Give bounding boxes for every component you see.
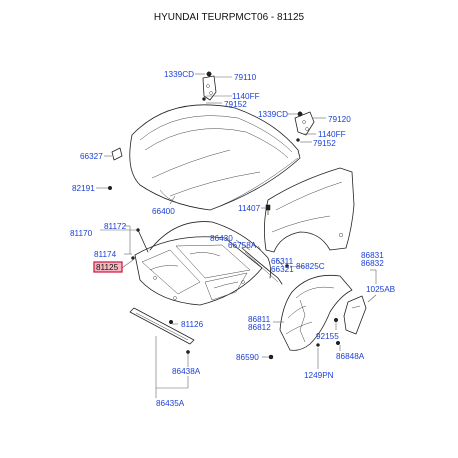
cowl-seal-strip[interactable] (129, 307, 195, 354)
hood-bumper-66327[interactable] (111, 147, 123, 161)
front-wheel-guard[interactable] (279, 274, 353, 351)
label-86848a[interactable]: 86848A (336, 352, 365, 361)
label-81125[interactable]: 81125 (96, 263, 119, 272)
label-1140ff-a[interactable]: 1140FF (232, 92, 260, 101)
label-86430[interactable]: 86430 (210, 234, 233, 243)
label-81170[interactable]: 81170 (70, 229, 93, 238)
clip-81126[interactable] (168, 319, 174, 325)
label-79152-a[interactable]: 79152 (224, 100, 247, 109)
hood-stay-rod[interactable] (131, 228, 149, 260)
label-66400[interactable]: 66400 (152, 207, 175, 216)
label-86812[interactable]: 86812 (248, 323, 271, 332)
label-79110[interactable]: 79110 (234, 73, 257, 82)
label-11407[interactable]: 11407 (238, 204, 261, 213)
front-fender[interactable] (264, 167, 355, 253)
label-66321[interactable]: 66321 (271, 265, 294, 274)
label-79152-b[interactable]: 79152 (313, 139, 336, 148)
label-79120[interactable]: 79120 (328, 115, 351, 124)
label-81174[interactable]: 81174 (94, 250, 117, 259)
clip-86590[interactable] (268, 354, 274, 360)
label-86438a[interactable]: 86438A (172, 367, 201, 376)
hood-weatherstrip-66400[interactable] (149, 221, 272, 279)
label-66758a[interactable]: 66758A (228, 241, 257, 250)
label-82191[interactable]: 82191 (72, 184, 95, 193)
seal-strip-86430[interactable] (241, 247, 283, 285)
label-1249pn[interactable]: 1249PN (304, 371, 334, 380)
label-92155[interactable]: 92155 (316, 332, 339, 341)
label-86590[interactable]: 86590 (236, 353, 259, 362)
hood-insulator-pad[interactable] (134, 236, 263, 306)
clip-86848a[interactable] (335, 340, 341, 346)
hood-hinge-right[interactable] (294, 111, 315, 142)
label-1339cd-b[interactable]: 1339CD (258, 110, 288, 119)
diagram-title: HYUNDAI TEURPMCT06 - 81125 (153, 12, 305, 23)
screw-1249pn[interactable] (316, 343, 320, 347)
bolt-11407[interactable] (265, 204, 271, 215)
label-66311[interactable]: 66311 (271, 257, 294, 266)
mud-guard[interactable] (343, 295, 367, 335)
leader-lines (96, 73, 377, 398)
label-86831[interactable]: 86831 (361, 251, 384, 260)
clip-92155[interactable] (333, 317, 339, 323)
label-1339cd-a[interactable]: 1339CD (164, 70, 194, 79)
hood-panel[interactable] (129, 104, 301, 211)
label-1025ab[interactable]: 1025AB (366, 285, 396, 294)
label-86825c[interactable]: 86825C (296, 262, 325, 271)
label-86832[interactable]: 86832 (361, 259, 384, 268)
label-81126[interactable]: 81126 (181, 320, 204, 329)
highlight-81125-box (93, 261, 123, 273)
clip-86825c[interactable] (285, 264, 289, 268)
label-81172[interactable]: 81172 (104, 222, 127, 231)
label-86435a[interactable]: 86435A (156, 399, 185, 408)
label-1140ff-b[interactable]: 1140FF (318, 130, 346, 139)
label-86811[interactable]: 86811 (248, 315, 271, 324)
part-labels: 1339CD 79110 1140FF 79152 1339CD 79120 1… (70, 70, 396, 408)
clip-82191[interactable] (107, 185, 113, 191)
label-66327[interactable]: 66327 (80, 152, 103, 161)
